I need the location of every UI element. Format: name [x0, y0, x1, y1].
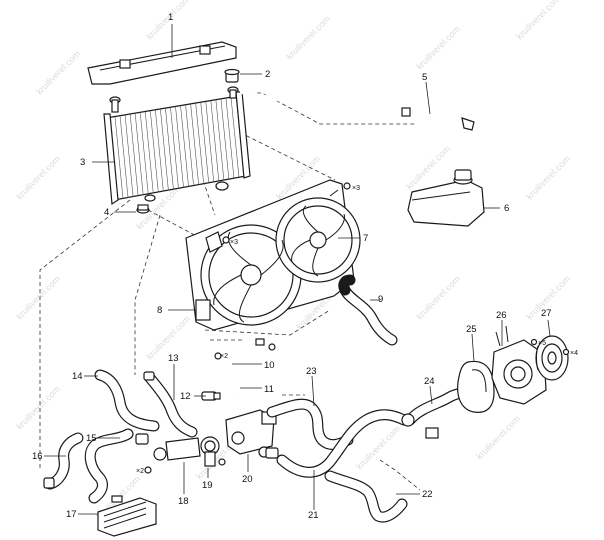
radiator-lower-hose	[94, 369, 160, 432]
radiator-fin-line	[119, 116, 129, 199]
callout-6: 6	[504, 203, 509, 214]
callout-23: 23	[306, 366, 317, 377]
watermark: kruiliverel.com	[414, 274, 462, 322]
radiator-upper-bracket	[87, 41, 237, 85]
qty-fan-bolts-left: ×3	[230, 239, 238, 246]
qty-pulley-bolts: ×4	[570, 350, 578, 357]
radiator-fin-line	[139, 112, 149, 195]
long-coolant-hose	[265, 409, 410, 478]
water-pump-pulley	[535, 335, 569, 381]
radiator-mount-bushing	[224, 68, 240, 83]
radiator-fin-line	[200, 102, 210, 183]
radiator-fin-line	[144, 111, 154, 194]
heater-hose-b	[43, 432, 84, 490]
qty-bypass-bolts: ×2	[136, 468, 144, 475]
fan-bolts	[222, 182, 351, 244]
watermark: kruiliverel.com	[14, 154, 62, 202]
radiator-fin-line	[114, 117, 124, 200]
qty-fan-bolts-top: ×3	[352, 185, 360, 192]
water-pump-gasket	[457, 360, 495, 413]
callout-24: 24	[424, 376, 435, 387]
radiator-fin-line	[150, 110, 159, 193]
callout-3: 3	[80, 157, 85, 168]
radiator-fin-line	[180, 105, 189, 187]
watermark: kruiliverel.com	[284, 14, 332, 62]
callout-1: 1	[168, 12, 173, 23]
radiator-drain-plug	[136, 204, 150, 214]
callout-8: 8	[157, 305, 162, 316]
radiator-fin-line	[129, 114, 139, 197]
callout-25: 25	[466, 324, 477, 335]
radiator-fin-line	[225, 97, 235, 178]
watermark: kruiliverel.com	[474, 414, 522, 462]
heater-hose-a	[84, 428, 149, 504]
callout-14: 14	[72, 371, 83, 382]
radiator-fin-line	[185, 104, 194, 186]
radiator-fin-line	[210, 100, 220, 181]
pump-inlet-hose	[324, 470, 408, 523]
watermark: kruiliverel.com	[354, 424, 402, 472]
callout-21: 21	[308, 510, 319, 521]
radiator-fin-line	[195, 103, 204, 184]
callout-22: 22	[422, 489, 433, 500]
fan-shroud-assembly	[185, 179, 361, 331]
radiator-fin-line	[160, 109, 169, 191]
callout-12: 12	[180, 391, 191, 402]
radiator-fin-line	[124, 115, 134, 198]
radiator-fin-line	[170, 107, 179, 189]
coolant-reservoir	[407, 169, 485, 227]
watermark: kruiliverel.com	[414, 24, 462, 72]
heater-hose-small	[338, 274, 398, 346]
radiator-fin-line	[205, 101, 215, 182]
qty-bracket-bolts: ×2	[220, 353, 228, 360]
radiator-fin-line	[175, 106, 184, 188]
bypass-pipe	[211, 338, 276, 395]
radiator-fin-line	[134, 113, 144, 196]
callout-27: 27	[541, 308, 552, 319]
callout-11: 11	[264, 384, 274, 395]
radiator-fin-line	[215, 99, 225, 180]
radiator-fin-line	[190, 103, 199, 185]
thermostat	[200, 436, 220, 467]
water-pump	[491, 325, 547, 405]
callout-17: 17	[66, 509, 77, 520]
qty-pump-bolts: ×5	[538, 340, 546, 347]
callout-labels: 1 2 3 4 5 6 7 8 9 10 11 12 13 14 15 16 1…	[32, 12, 552, 521]
watermark: kruiliverel.com	[514, 0, 562, 41]
callout-5: 5	[422, 72, 427, 83]
callout-19: 19	[202, 480, 213, 491]
quantity-markers: ×3 ×3 ×2 ×2 ×5 ×4	[136, 185, 578, 475]
radiator-fin-line	[220, 98, 230, 179]
callout-18: 18	[178, 496, 189, 507]
watermark: kruiliverel.com	[34, 49, 82, 97]
oil-cooler	[97, 495, 157, 537]
callout-10: 10	[264, 360, 275, 371]
pump-bolts	[530, 338, 570, 356]
callout-16: 16	[32, 451, 43, 462]
hose-fitting	[144, 437, 201, 474]
callout-13: 13	[168, 353, 179, 364]
engine-outlet-hose	[266, 398, 354, 451]
watermark: kruiliverel.com	[14, 384, 62, 432]
radiator	[103, 86, 251, 206]
radiator-upper-hose	[143, 371, 198, 438]
callout-2: 2	[265, 69, 270, 80]
watermark: kruiliverel.com	[524, 154, 572, 202]
callout-15: 15	[86, 433, 97, 444]
watermark: kruiliverel.com	[14, 274, 62, 322]
radiator-fin-line	[230, 96, 240, 177]
leader-lines	[44, 24, 551, 515]
radiator-fin-line	[165, 108, 174, 190]
callout-20: 20	[242, 474, 253, 485]
overflow-hose	[239, 90, 475, 161]
callout-26: 26	[496, 310, 507, 321]
callout-4: 4	[104, 207, 109, 218]
callout-9: 9	[378, 294, 383, 305]
radiator-fin-line	[155, 110, 164, 192]
callout-7: 7	[363, 233, 368, 244]
